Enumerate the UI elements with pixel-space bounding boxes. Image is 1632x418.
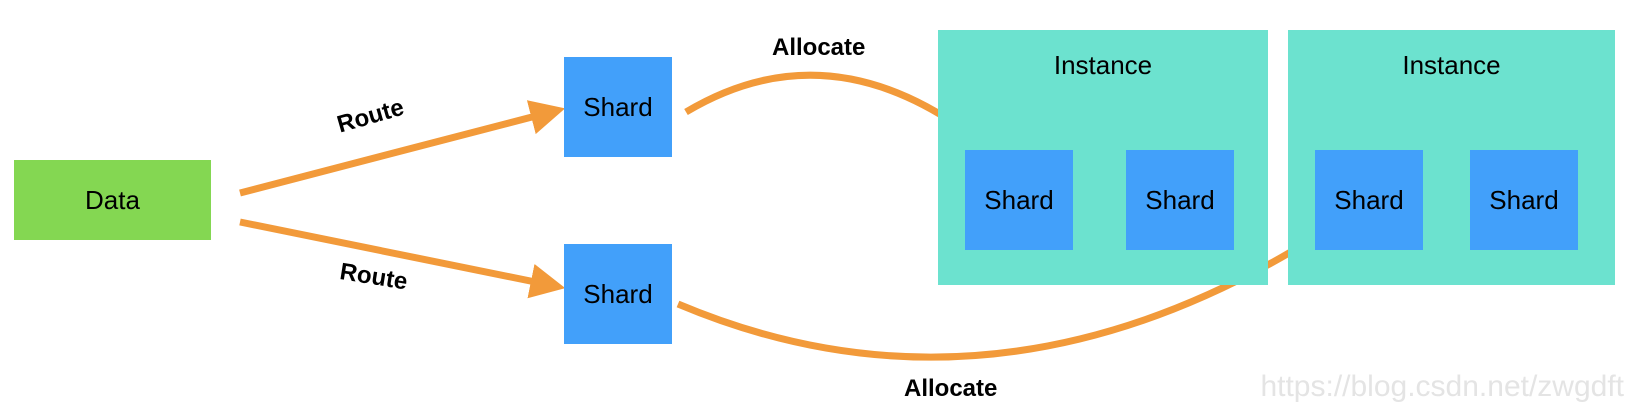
instance-1-shard-2: Shard bbox=[1126, 150, 1234, 250]
instance-1-shard-1: Shard bbox=[965, 150, 1073, 250]
route-arrow-bottom bbox=[239, 218, 566, 299]
watermark-text: https://blog.csdn.net/zwgdft bbox=[1260, 370, 1624, 403]
instance-2-shard-1-label: Shard bbox=[1334, 184, 1404, 215]
shard-node-top-label: Shard bbox=[583, 91, 653, 122]
instance-1-shard-2-label: Shard bbox=[1145, 184, 1215, 215]
route-arrow-top bbox=[239, 100, 566, 197]
data-node-label: Data bbox=[85, 184, 140, 215]
data-node: Data bbox=[14, 160, 211, 240]
allocate-label-top: Allocate bbox=[772, 34, 866, 61]
allocate-label-bottom: Allocate bbox=[904, 375, 998, 402]
instance-2-shard-2: Shard bbox=[1470, 150, 1578, 250]
shard-node-bottom: Shard bbox=[564, 244, 672, 344]
instance-2-title: Instance bbox=[1402, 50, 1501, 80]
instance-box-1: Instance Shard Shard bbox=[938, 30, 1268, 285]
instance-1-shard-1-label: Shard bbox=[984, 184, 1054, 215]
instance-1-title: Instance bbox=[1053, 50, 1153, 80]
shard-node-top: Shard bbox=[564, 57, 672, 157]
instance-box-2: Instance Shard Shard bbox=[1288, 30, 1615, 285]
instance-2-shard-2-label: Shard bbox=[1489, 184, 1559, 215]
shard-node-bottom-label: Shard bbox=[583, 278, 653, 309]
instance-2-shard-1: Shard bbox=[1315, 150, 1423, 250]
